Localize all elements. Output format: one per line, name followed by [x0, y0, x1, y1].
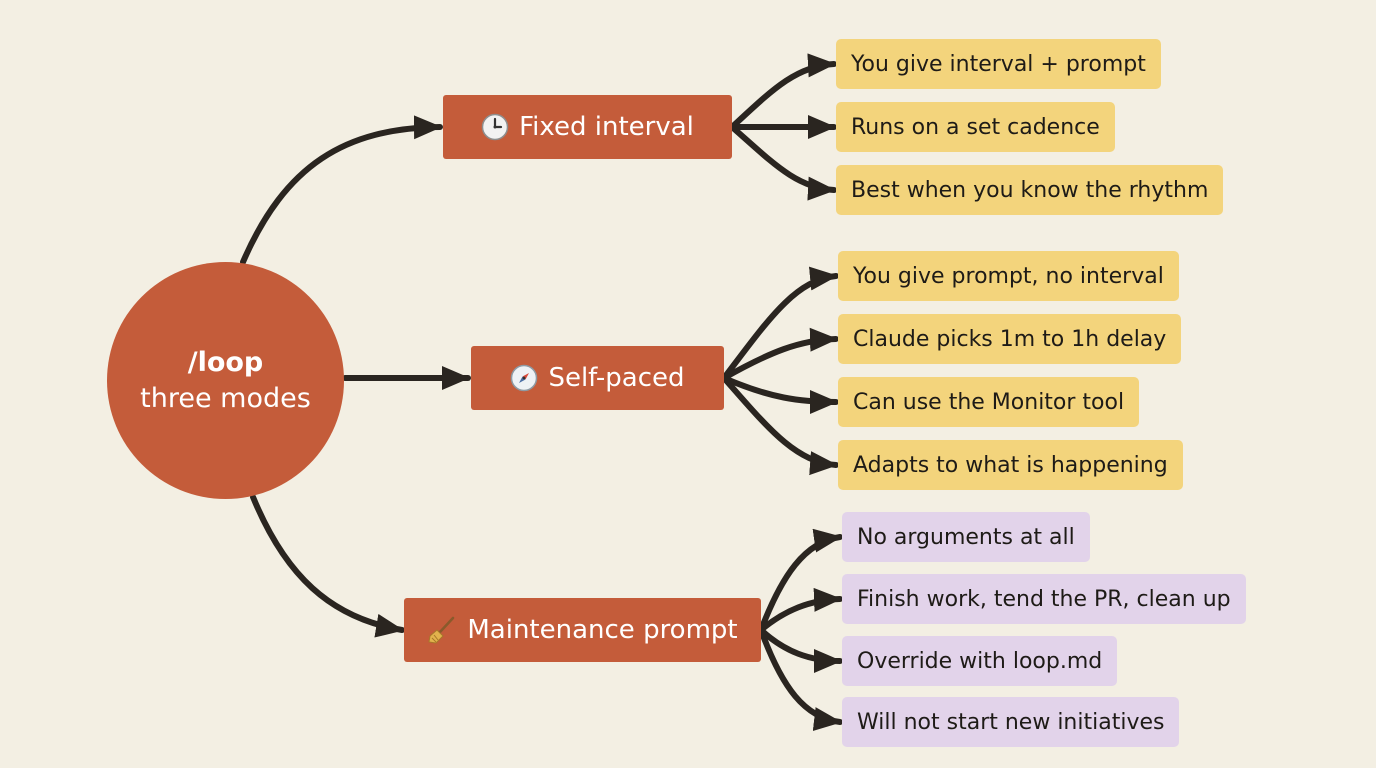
root-subtitle: three modes: [140, 382, 311, 414]
edge-self-2: [721, 327, 839, 381]
leaf-self-paced-3: Can use the Monitor tool: [838, 377, 1140, 427]
leaf-maintenance-3: Override with loop.md: [842, 636, 1118, 686]
edge-self-3: [721, 375, 839, 414]
mode-label: Maintenance prompt: [467, 615, 738, 645]
leaf-maintenance-4: Will not start new initiatives: [842, 697, 1180, 747]
edge-fixed-1: [729, 53, 837, 130]
leaf-fixed-interval-3: Best when you know the rhythm: [836, 165, 1224, 215]
edge-maint-3: [758, 627, 843, 673]
leaf-maintenance-2: Finish work, tend the PR, clean up: [842, 574, 1246, 624]
mode-self-paced: Self-paced: [471, 346, 724, 410]
edge-maint-4: [758, 627, 843, 731]
leaf-self-paced-1: You give prompt, no interval: [838, 251, 1179, 301]
root-title: /loop: [187, 346, 264, 378]
broom-icon: [427, 615, 457, 645]
edge-fixed-3: [729, 124, 837, 201]
mode-fixed-interval: Fixed interval: [443, 95, 732, 159]
leaf-fixed-interval-1: You give interval + prompt: [836, 39, 1161, 89]
mode-label: Fixed interval: [519, 112, 694, 142]
root-node: /loop three modes: [107, 262, 344, 499]
mode-maintenance-prompt: Maintenance prompt: [404, 598, 761, 662]
clock-icon: [481, 113, 509, 141]
compass-icon: [510, 364, 538, 392]
edge-root-fixed-interval: [240, 115, 443, 265]
edge-self-4: [721, 375, 839, 476]
leaf-maintenance-1: No arguments at all: [842, 512, 1090, 562]
edge-self-1: [721, 266, 839, 381]
mode-label: Self-paced: [548, 363, 685, 393]
edge-maint-2: [758, 587, 843, 633]
leaf-self-paced-2: Claude picks 1m to 1h delay: [838, 314, 1182, 364]
edge-maint-1: [758, 528, 843, 633]
leaf-fixed-interval-2: Runs on a set cadence: [836, 102, 1115, 152]
leaf-self-paced-4: Adapts to what is happening: [838, 440, 1183, 490]
edge-root-maintenance: [250, 494, 405, 638]
